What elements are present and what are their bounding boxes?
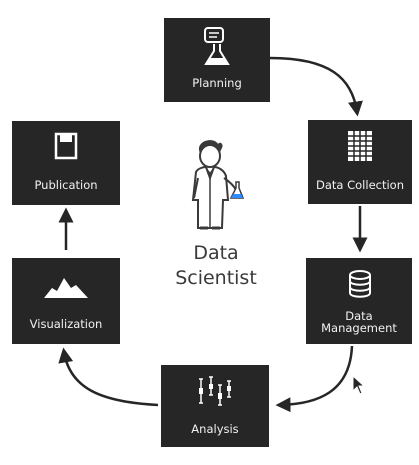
planning-label: Planning (192, 76, 242, 90)
arrow-management-to-analysis (275, 345, 354, 413)
data-management-label-line2: Management (321, 321, 397, 335)
data-collection-label: Data Collection (316, 178, 404, 192)
arrow-planning-to-collection (269, 56, 363, 117)
spreadsheet-icon (348, 131, 372, 161)
error-bars-icon (199, 376, 231, 406)
node-publication: Publication (12, 121, 120, 205)
center-title-line1: Data (193, 242, 239, 264)
node-data-management: Data Management (306, 258, 412, 344)
center-title-line2: Scientist (175, 267, 257, 289)
publication-label: Publication (34, 178, 98, 192)
arrow-analysis-to-visualization (58, 347, 159, 407)
scientist-figure-icon (191, 140, 245, 230)
mountain-chart-icon (44, 278, 88, 298)
mouse-cursor-icon (352, 375, 366, 395)
node-data-collection: Data Collection (308, 120, 412, 204)
visualization-label: Visualization (29, 317, 103, 331)
analysis-label: Analysis (191, 422, 239, 436)
node-planning: Planning (164, 18, 270, 102)
flask-clipboard-icon (204, 27, 230, 65)
data-management-label-line1: Data (345, 309, 373, 323)
node-analysis: Analysis (161, 365, 269, 447)
database-icon (349, 270, 371, 298)
node-visualization: Visualization (12, 258, 120, 344)
document-icon (54, 132, 78, 160)
